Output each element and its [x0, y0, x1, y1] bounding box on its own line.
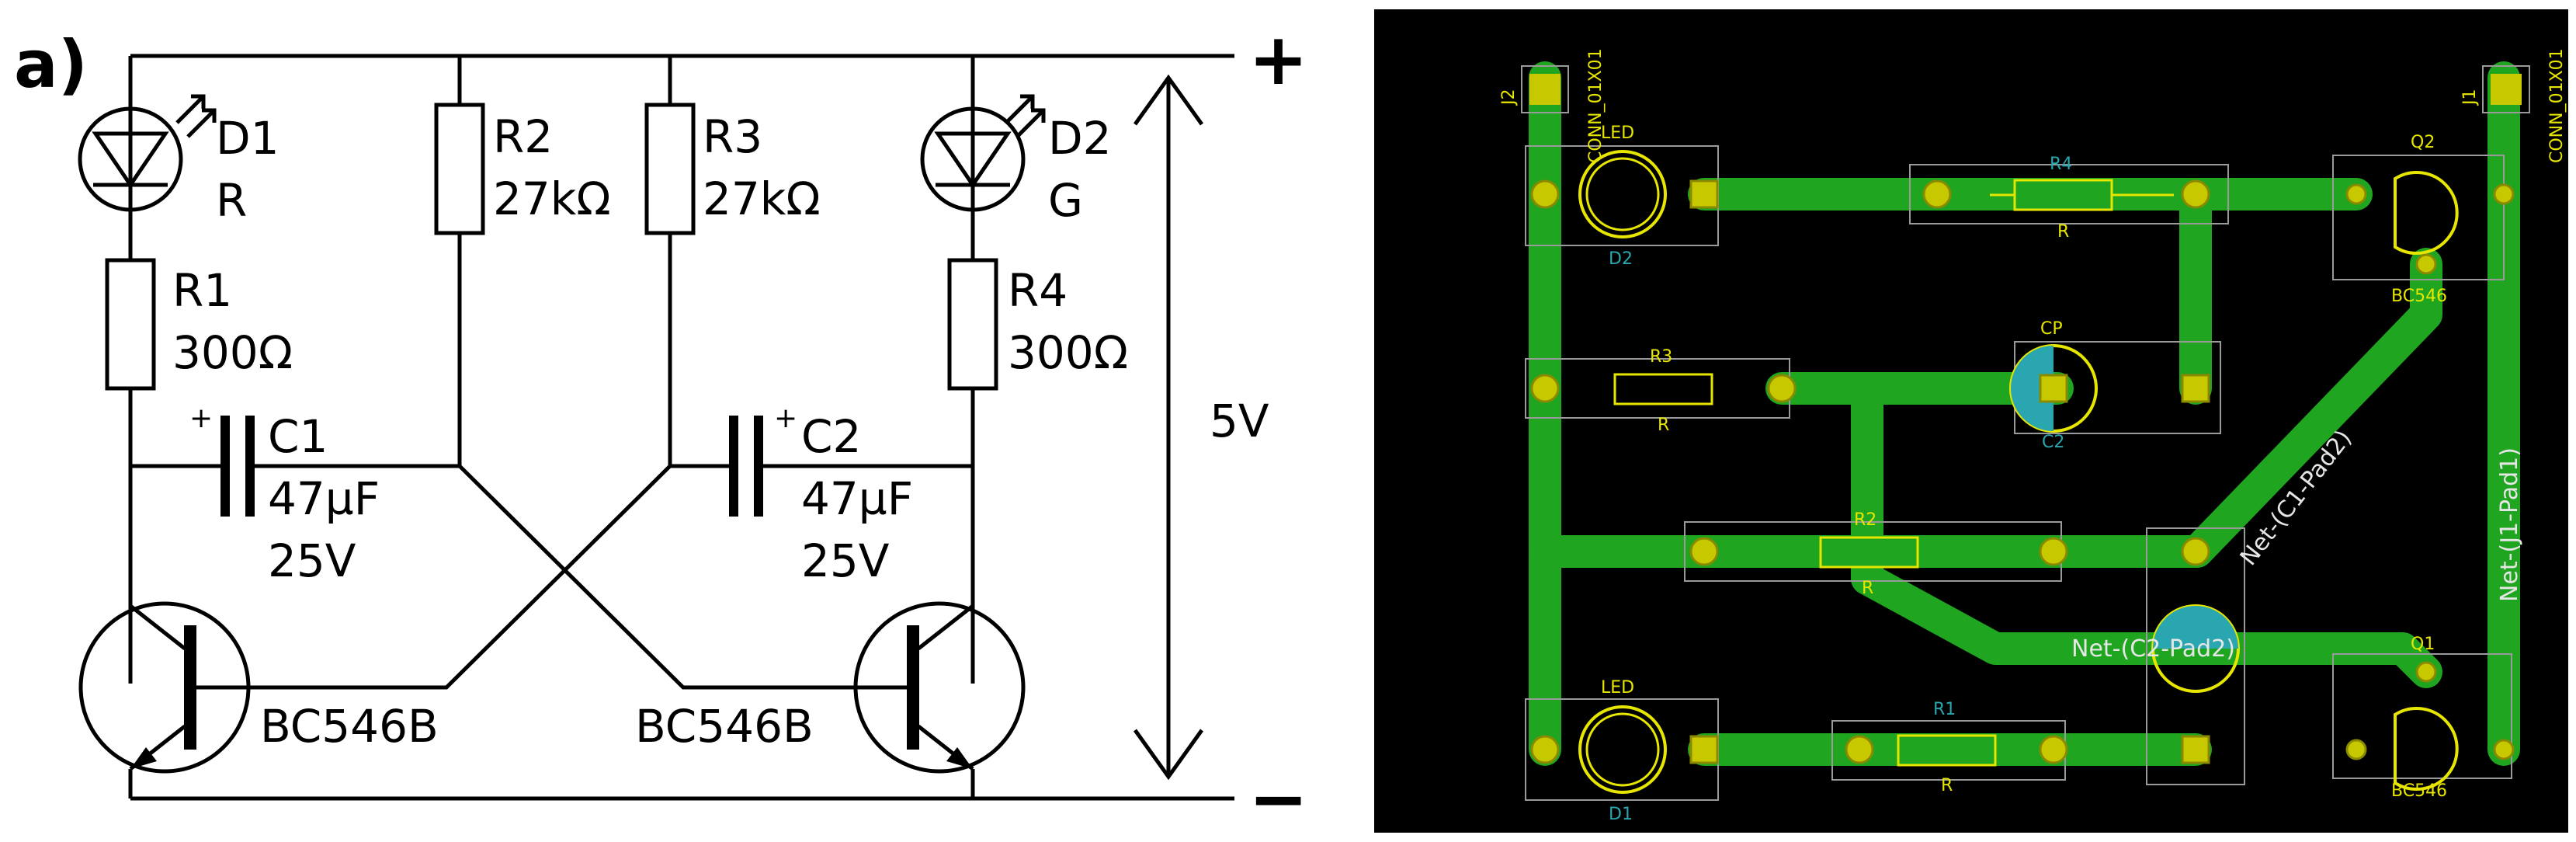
minus-terminal: −	[1248, 757, 1308, 840]
resistor-r1	[105, 258, 156, 391]
led-top-ref: D2	[1609, 249, 1633, 269]
capacitor-c2	[670, 416, 973, 517]
j1-value: CONN_01X01	[2547, 48, 2567, 163]
r3-value: R	[1658, 416, 1669, 435]
j1-ref: J1	[2460, 89, 2480, 107]
r3-name: R3	[703, 110, 762, 163]
cp-value: CP	[2040, 319, 2063, 339]
c1-polarity: +	[189, 402, 213, 434]
plus-terminal: +	[1248, 18, 1308, 101]
panel-a-label: a)	[14, 26, 88, 103]
r3-footprint	[1613, 373, 1713, 405]
j1-pad	[2491, 74, 2522, 105]
pcb-panel: J2 CONN_01X01 J1 CONN_01X01 LED D2 LED D…	[1374, 9, 2568, 833]
d2-label: D2	[1048, 112, 1112, 165]
net-label-j1-pad1: Net-(J1-Pad1)	[2496, 447, 2523, 602]
r2-ref: R2	[1854, 510, 1876, 530]
supply-voltage-label: 5V	[1210, 395, 1269, 447]
capacitor-c1	[130, 416, 460, 517]
j2-ref: J2	[1499, 89, 1519, 107]
q2-footprint	[2394, 171, 2459, 255]
c1-name: C1	[268, 410, 328, 463]
q-left-label: BC546B	[260, 700, 439, 753]
r3-ref: R3	[1650, 347, 1672, 367]
net-label-c2-pad2: Net-(C2-Pad2)	[2071, 635, 2235, 663]
c1-footprint	[2151, 604, 2240, 693]
resistor-r2	[434, 103, 485, 235]
r4-ref: R4	[2050, 155, 2072, 174]
supply-voltage-arrow	[1133, 74, 1204, 781]
c1-voltage: 25V	[268, 534, 356, 587]
r1-name: R1	[172, 264, 232, 317]
transistor-right	[846, 601, 1026, 774]
c1-value: 47µF	[268, 472, 380, 525]
r4-value: R	[2057, 222, 2069, 242]
r1-value: R	[1941, 776, 1953, 795]
resistor-r3	[644, 103, 696, 235]
cp-footprint	[2009, 344, 2098, 433]
c2-ref: C2	[2042, 433, 2064, 452]
schematic-panel: a) + − D1 R R1 300Ω R2 27kΩ R3	[14, 18, 1308, 840]
led-top-value: LED	[1601, 124, 1634, 143]
q2-ref: Q2	[2411, 133, 2435, 152]
r4-name: R4	[1008, 264, 1068, 317]
d1-color: R	[216, 174, 247, 227]
j2-value: CONN_01X01	[1586, 48, 1606, 163]
r2-value: R	[1862, 579, 1873, 598]
led-d1	[78, 94, 217, 212]
q-right-label: BC546B	[635, 700, 814, 753]
c2-name: C2	[801, 410, 861, 463]
transistor-left	[78, 601, 256, 774]
led-d2-footprint	[1578, 150, 1667, 238]
q1-footprint	[2394, 707, 2459, 791]
j2-pad	[1529, 74, 1561, 105]
r4-value: 300Ω	[1008, 326, 1128, 379]
led-d2	[920, 94, 1046, 212]
r1-value: 300Ω	[172, 326, 293, 379]
q1-value: BC546	[2391, 781, 2447, 801]
r1-ref: R1	[1933, 700, 1956, 719]
resistor-r4	[947, 258, 998, 391]
cross-wire-right	[256, 464, 672, 690]
q1-ref: Q1	[2411, 635, 2435, 654]
pcb-pads	[1530, 179, 2515, 764]
d1-label: D1	[216, 112, 279, 165]
d2-color: G	[1048, 174, 1083, 227]
r2-footprint	[1819, 536, 1919, 569]
led-bottom-value: LED	[1601, 678, 1634, 698]
cross-wire-left	[458, 464, 846, 690]
r2-value: 27kΩ	[493, 172, 611, 225]
c2-value: 47µF	[801, 472, 913, 525]
c2-voltage: 25V	[801, 534, 890, 587]
led-bottom-ref: D1	[1609, 805, 1633, 824]
c2-polarity: +	[774, 402, 797, 434]
q2-value: BC546	[2391, 287, 2447, 306]
r3-value: 27kΩ	[703, 172, 821, 225]
led-d1-footprint	[1578, 705, 1667, 794]
r2-name: R2	[493, 110, 553, 163]
r1-footprint	[1897, 734, 1997, 767]
